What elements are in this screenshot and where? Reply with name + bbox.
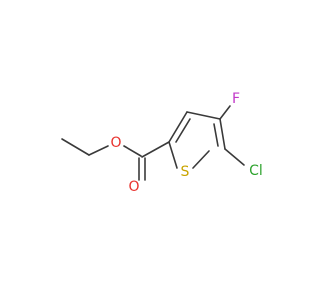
molecule-diagram: O O S F Cl [61, 91, 263, 195]
bond-c4-c5-2 [213, 123, 219, 147]
bond-c4-f [219, 105, 231, 120]
bond-ch2-oester [88, 145, 109, 156]
bond-c2-s [168, 141, 178, 169]
bond-s-c5 [192, 150, 210, 169]
atom-labels: O O S F Cl [110, 91, 262, 195]
bond-oester-ccarbonyl [123, 145, 142, 157]
bond-ccarbonyl-c2 [141, 141, 170, 158]
atom-label-o-carbonyl: O [128, 179, 139, 195]
atom-label-f: F [232, 91, 240, 107]
bond-ch3-ch2 [61, 138, 90, 156]
bond-c2-c3-1 [168, 111, 188, 143]
atom-label-cl: Cl [249, 163, 263, 179]
atom-label-s: S [181, 164, 190, 180]
bond-c3-c4 [186, 111, 221, 120]
bonds [61, 105, 245, 181]
bond-c2-c3-2 [175, 118, 191, 143]
bond-c5-cl [224, 148, 245, 166]
bond-c4-c5-1 [219, 118, 226, 150]
atom-label-o-ester: O [110, 135, 121, 151]
